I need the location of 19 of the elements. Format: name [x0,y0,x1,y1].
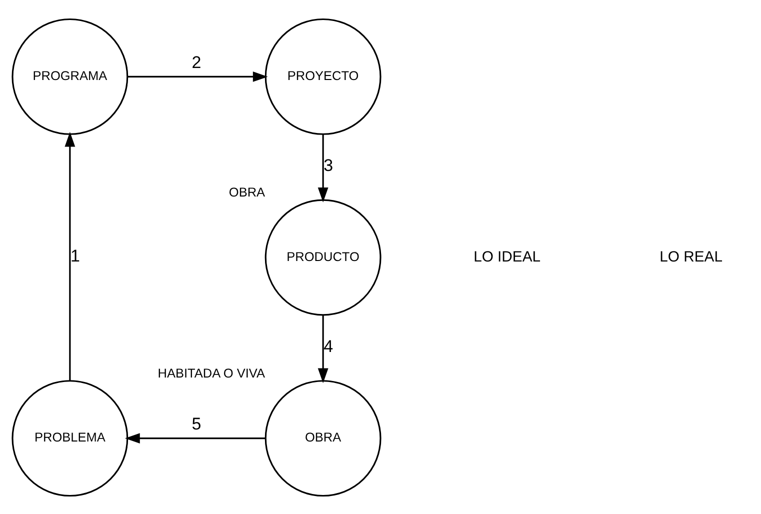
label: LO IDEAL [474,248,541,265]
edge-label: 4 [324,336,334,356]
node-circle: PROYECTO [264,18,382,134]
arrow [318,134,328,202]
node-circle: OBRA [264,380,382,496]
edge-label: 3 [324,156,334,175]
edge-label: 2 [192,52,202,72]
edge-label: 5 [192,414,202,434]
arrow [64,131,76,380]
arrow [124,432,266,444]
edge-label: 1 [70,246,80,266]
node-label: HABITADA O VIVA [158,364,266,380]
node-label: OBRA [228,184,266,199]
node-circle: PROGRAMA [12,18,128,134]
label: LO REAL [660,248,722,265]
arrow [127,70,268,82]
node-circle: PRODUCTO [264,198,382,316]
arrow [318,314,328,383]
node-circle: PROBLEMA [12,380,128,496]
